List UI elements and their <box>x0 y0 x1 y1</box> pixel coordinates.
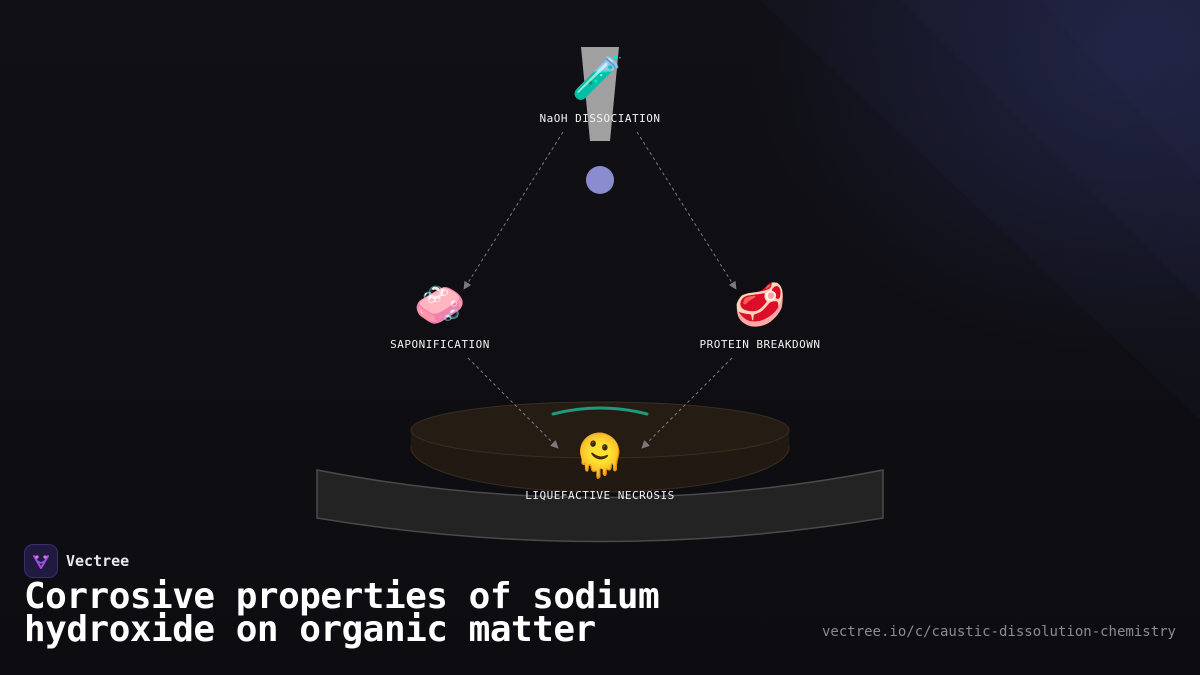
node-label-protein: PROTEIN BREAKDOWN <box>699 338 821 351</box>
page-title: Corrosive properties of sodium hydroxide… <box>24 576 660 650</box>
node-label-necrosis: LIQUEFACTIVE NECROSIS <box>525 489 675 502</box>
node-label-saponification: SAPONIFICATION <box>390 338 490 351</box>
brand-name: Vectree <box>66 552 130 570</box>
meat-icon: 🥩 <box>733 280 787 329</box>
vectree-logo-icon <box>24 544 58 578</box>
pool-surface <box>410 401 790 459</box>
melting-face-icon: 🫠 <box>573 431 627 480</box>
test-tube-icon: 🧪 <box>571 53 625 102</box>
dish <box>316 469 884 543</box>
soap-icon: 🧼 <box>413 280 467 329</box>
hydroxide-particle <box>586 166 614 194</box>
source-url[interactable]: vectree.io/c/caustic-dissolution-chemist… <box>821 624 1176 640</box>
brand[interactable]: Vectree <box>24 544 129 578</box>
node-label-naoh: NaOH DISSOCIATION <box>539 112 661 125</box>
meniscus-arc <box>551 406 649 416</box>
edge-naoh-protein <box>636 131 737 290</box>
naoh-beam <box>581 47 619 141</box>
edge-naoh-saponification <box>463 131 564 290</box>
